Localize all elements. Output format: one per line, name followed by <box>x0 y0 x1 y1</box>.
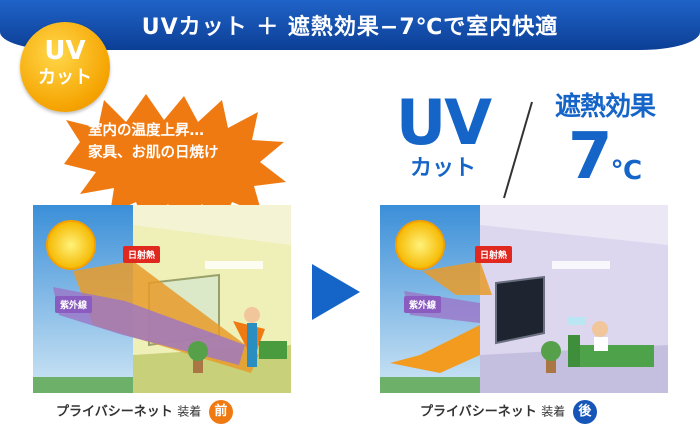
before-room-illustration <box>33 205 291 393</box>
burst-text: 室内の温度上昇… 家具、お肌の日焼け <box>88 120 268 164</box>
speech-burst-icon <box>64 94 286 228</box>
after-caption-small: 装着 <box>541 404 566 419</box>
burst-line-2: 家具、お肌の日焼け <box>88 145 219 161</box>
after-caption-main: プライバシーネット <box>420 404 537 420</box>
before-circle-badge: 前 <box>208 400 233 424</box>
before-heat-tag: 日射熱 <box>123 246 161 263</box>
uv-cut-highlight: UV カット <box>388 90 498 182</box>
badge-cut-text: カット <box>38 67 92 88</box>
play-arrow-icon <box>312 264 360 320</box>
badge-uv-text: UV <box>44 36 86 66</box>
uv-highlight-sub: カット <box>409 156 476 181</box>
heat-value-number: 7 <box>567 120 613 194</box>
heat-shield-value: 7℃ <box>540 122 670 192</box>
before-caption-main: プライバシーネット <box>56 404 173 420</box>
before-uv-tag: 紫外線 <box>55 296 93 313</box>
burst-line-1: 室内の温度上昇… <box>88 123 204 139</box>
before-caption: プライバシーネット 装着 前 <box>56 400 233 424</box>
uv-cut-badge: UV カット <box>20 22 110 112</box>
uv-highlight-main: UV <box>395 86 492 159</box>
heat-shield-highlight: 遮熱効果 7℃ <box>540 92 670 192</box>
before-scene <box>33 205 291 393</box>
header-banner: UVカット ＋ 遮熱効果−7℃で室内快適 <box>0 0 700 50</box>
heat-value-unit: ℃ <box>610 156 642 186</box>
after-heat-tag: 日射熱 <box>475 246 513 263</box>
after-circle-badge: 後 <box>572 400 597 424</box>
after-room-illustration <box>380 205 668 393</box>
after-uv-tag: 紫外線 <box>404 296 442 313</box>
before-caption-small: 装着 <box>177 404 202 419</box>
heat-shield-label: 遮熱効果 <box>554 92 656 122</box>
after-scene <box>380 205 668 393</box>
after-caption: プライバシーネット 装着 後 <box>420 400 597 424</box>
banner-title: UVカット ＋ 遮熱効果−7℃で室内快適 <box>141 15 559 40</box>
divider-slash-icon <box>503 101 533 199</box>
